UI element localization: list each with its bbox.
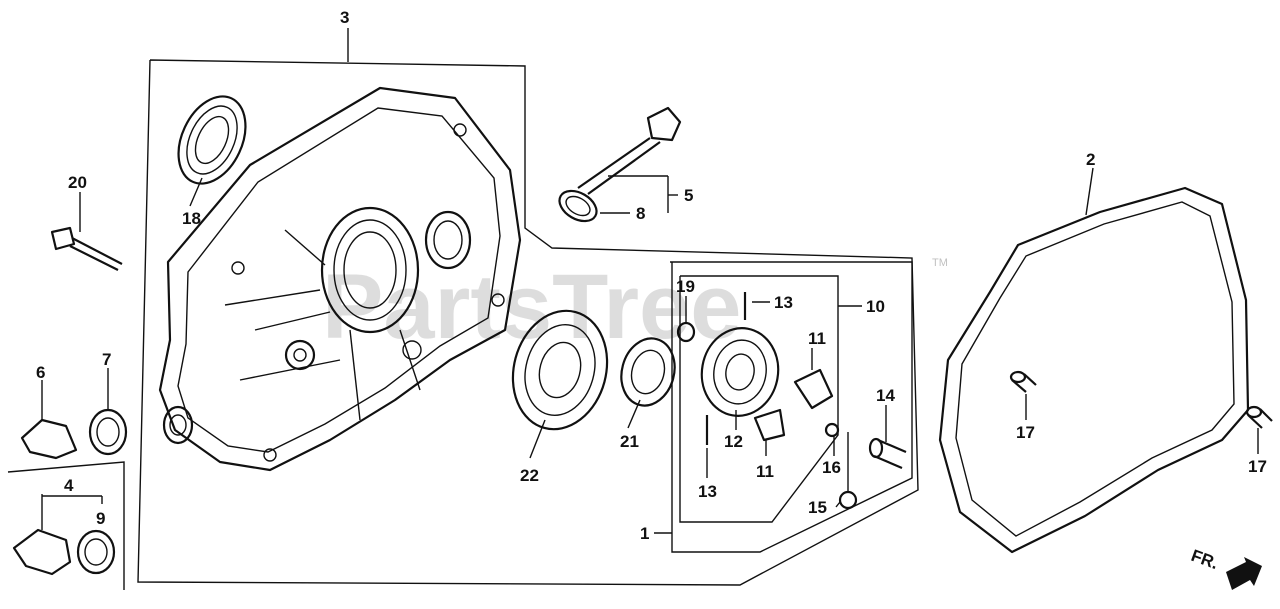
watermark: PartsTree — [322, 256, 741, 358]
callout-11-lower: 11 — [756, 462, 774, 481]
case-cover-gasket — [938, 186, 1250, 554]
callout-13-lower: 13 — [698, 482, 717, 501]
flange-bolt — [50, 226, 123, 271]
callout-13-upper: 13 — [774, 293, 793, 312]
o-ring-gauge — [558, 189, 598, 223]
callout-numbers: 3 2 20 18 5 8 19 13 10 11 6 7 14 17 21 1… — [36, 8, 1267, 543]
governor-gear — [700, 327, 780, 417]
callout-16: 16 — [822, 458, 841, 477]
radial-ball-bearing-small — [620, 337, 676, 407]
callout-8: 8 — [636, 204, 645, 223]
callout-12: 12 — [724, 432, 743, 451]
crankcase-cover — [158, 86, 522, 472]
callout-6: 6 — [36, 363, 45, 382]
callout-11-upper: 11 — [808, 329, 826, 348]
front-direction-arrow: FR. — [1189, 546, 1262, 590]
drain-bolt — [20, 418, 78, 460]
trademark: TM — [932, 257, 948, 269]
callout-7: 7 — [102, 350, 111, 369]
callout-18: 18 — [182, 209, 201, 228]
frame-cover-assembly — [137, 59, 919, 586]
callout-21: 21 — [620, 432, 639, 451]
oil-filler-cap — [12, 528, 72, 576]
callout-1: 1 — [640, 524, 649, 543]
callout-9: 9 — [96, 509, 105, 528]
governor-shaft — [868, 437, 907, 470]
callout-22: 22 — [520, 466, 539, 485]
frame-governor-inner — [679, 275, 839, 523]
callout-3: 3 — [340, 8, 349, 27]
callout-10: 10 — [866, 297, 885, 316]
callout-17-inner: 17 — [1016, 423, 1035, 442]
callout-4: 4 — [64, 476, 74, 495]
callout-20: 20 — [68, 173, 87, 192]
callout-2: 2 — [1086, 150, 1095, 169]
dowel-pin-17-inner — [1009, 370, 1037, 393]
holder-11-lower — [753, 408, 786, 442]
holder-11-upper — [793, 368, 834, 410]
washer-15 — [838, 490, 858, 510]
oil-seal — [177, 95, 247, 185]
dowel-pin-17-outer — [1245, 405, 1273, 429]
radial-ball-bearing-large — [511, 309, 609, 431]
leader-lines — [41, 28, 1259, 534]
front-marker: FR. — [1189, 546, 1221, 573]
washer-16 — [824, 422, 840, 438]
frame-drain-plug — [7, 461, 125, 590]
frame-governor-assembly — [670, 261, 913, 553]
sealing-washer-7 — [88, 408, 128, 456]
oil-level-gauge — [577, 106, 682, 195]
callout-19: 19 — [676, 277, 695, 296]
callout-5: 5 — [684, 186, 693, 205]
callout-14: 14 — [876, 386, 895, 405]
sealing-washer-9 — [76, 529, 116, 575]
callout-17-outer: 17 — [1248, 457, 1267, 476]
callout-15: 15 — [808, 498, 827, 517]
